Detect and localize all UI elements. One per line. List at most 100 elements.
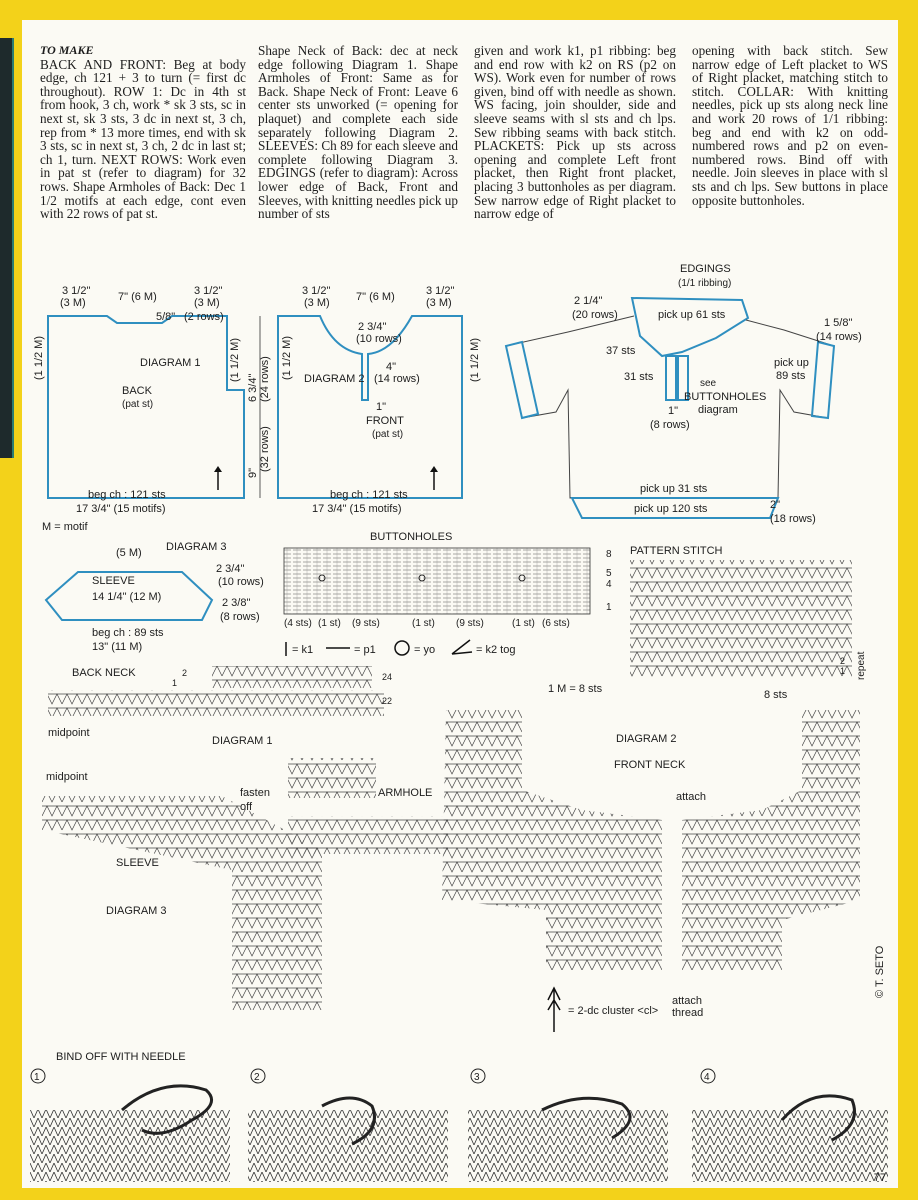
armhole-title: ARMHOLE xyxy=(378,787,432,799)
instructions-text-4: opening with back stitch. Sew narrow edg… xyxy=(692,43,888,208)
attach-label: attach xyxy=(676,791,706,803)
front-diagram-title: DIAGRAM 2 xyxy=(304,373,365,385)
front-neck-title: FRONT NECK xyxy=(614,759,686,771)
buttonhole-count-5: (9 sts) xyxy=(456,618,484,629)
cuff-rows: (14 rows) xyxy=(816,331,862,343)
legend-yo: = yo xyxy=(414,644,435,656)
sleeve-width: 14 1/4" (12 M) xyxy=(92,591,161,603)
collar-rows: (20 rows) xyxy=(572,309,618,321)
diagram-1-chart-title: DIAGRAM 1 xyxy=(212,735,273,747)
armhole-sleeve-chart: midpoint fasten off ARMHOLE SLEEVE DIAGR… xyxy=(42,758,448,1010)
sleeve-schematic: (5 M) DIAGRAM 3 SLEEVE 14 1/4" (12 M) 2 … xyxy=(44,541,264,653)
see-diagram-label: diagram xyxy=(698,404,738,416)
back-shoulder-right-label: 3 1/2" xyxy=(194,285,222,297)
front-side-motifs: (1 1/2 M) xyxy=(281,336,293,380)
attach-thread-label-2: thread xyxy=(672,1007,703,1019)
back-shoulder-left-motifs: (3 M) xyxy=(60,297,86,309)
back-armhole-motifs: (1 1/2 M) xyxy=(229,338,241,382)
bind-off-step-3: 3 xyxy=(474,1072,480,1083)
sleeve-cap-inches: 2 3/4" xyxy=(216,563,244,575)
cluster-legend: = 2-dc cluster <cl> xyxy=(568,1005,658,1017)
diagram-3-chart-title: DIAGRAM 3 xyxy=(106,905,167,917)
buttonhole-row-8: 8 xyxy=(606,549,612,560)
pattern-sts-count: 8 sts xyxy=(764,689,788,701)
legend-k1: = k1 xyxy=(292,644,313,656)
bind-off-title: BIND OFF WITH NEEDLE xyxy=(56,1051,186,1063)
front-shoulder-right-label: 3 1/2" xyxy=(426,285,454,297)
sleeve-cap-rows: (10 rows) xyxy=(218,576,264,588)
designer-credit: © T. SETO xyxy=(874,945,886,998)
front-shoulder-right-motifs: (3 M) xyxy=(426,297,452,309)
sleeve-cuff-inches: 2 3/8" xyxy=(222,597,250,609)
collar-pick-up: pick up 61 sts xyxy=(658,309,726,321)
cuff-inches: 1 5/8" xyxy=(824,317,852,329)
back-diagram-title: DIAGRAM 1 xyxy=(140,357,201,369)
sleeve-top-motifs: (5 M) xyxy=(116,547,142,559)
instructions-column-1: TO MAKE BACK AND FRONT: Beg at body edge… xyxy=(40,43,246,222)
see-label: see xyxy=(700,378,717,389)
front-beg-chain: beg ch : 121 sts xyxy=(330,489,408,501)
front-shoulder-left-label: 3 1/2" xyxy=(302,285,330,297)
front-neck-chart: DIAGRAM 2 FRONT NECK attach attach threa… xyxy=(442,710,860,1032)
buttonhole-count-1: (4 sts) xyxy=(284,618,312,629)
back-label: BACK xyxy=(122,385,153,397)
front-placket-rows: (14 rows) xyxy=(374,373,420,385)
buttonhole-count-6: (1 st) xyxy=(512,618,535,629)
back-shoulder-right-motifs: (3 M) xyxy=(194,297,220,309)
fasten-label: fasten xyxy=(240,787,270,799)
waist-pick-up-120: pick up 120 sts xyxy=(634,503,708,515)
pattern-repeat: repeat xyxy=(856,651,867,680)
waist-pick-up-31: pick up 31 sts xyxy=(640,483,708,495)
front-schematic: 3 1/2" (3 M) 7" (6 M) 3 1/2" (3 M) 2 3/4… xyxy=(277,285,481,515)
buttonholes-title: BUTTONHOLES xyxy=(370,531,452,543)
front-neck-width: 7" (6 M) xyxy=(356,291,395,303)
instructions-text-3: given and work k1, p1 ribbing: beg and e… xyxy=(474,43,676,222)
sleeve-beg-chain: beg ch : 89 sts xyxy=(92,627,164,639)
back-beg-chain: beg ch : 121 sts xyxy=(88,489,166,501)
front-placket-inches: 4" xyxy=(386,361,396,373)
instructions-text-2: Shape Neck of Back: dec at neck edge fol… xyxy=(258,43,458,222)
placket-31-sts: 31 sts xyxy=(624,371,654,383)
front-armhole-motifs: (1 1/2 M) xyxy=(469,338,481,382)
buttonhole-count-7: (6 sts) xyxy=(542,618,570,629)
bind-off-step-4: 4 xyxy=(704,1072,710,1083)
diagram-2-chart-title: DIAGRAM 2 xyxy=(616,733,677,745)
placket-rows: (8 rows) xyxy=(650,419,690,431)
bind-off-illustrations: BIND OFF WITH NEEDLE 1 2 3 4 xyxy=(30,1051,888,1182)
edgings-sub: (1/1 ribbing) xyxy=(678,278,731,289)
back-armhole-rows: (24 rows) xyxy=(259,356,271,402)
back-shoulder-left-label: 3 1/2" xyxy=(62,285,90,297)
instructions-heading: TO MAKE xyxy=(40,43,94,57)
instructions-text-1: BACK AND FRONT: Beg at body edge, ch 121… xyxy=(40,56,246,222)
front-opening-width: 1" xyxy=(376,401,386,413)
collar-inches: 2 1/4" xyxy=(574,295,602,307)
motif-equals-label: 1 M = 8 sts xyxy=(548,683,603,695)
buttonhole-row-5: 5 xyxy=(606,568,612,579)
waist-inches: 2" xyxy=(770,499,780,511)
pattern-row-1: 1 xyxy=(840,666,845,676)
sleeve-cuff-rows: (8 rows) xyxy=(220,611,260,623)
front-width: 17 3/4" (15 motifs) xyxy=(312,503,402,515)
cuff-sts: 89 sts xyxy=(776,370,806,382)
attach-thread-label-1: attach xyxy=(672,995,702,1007)
back-neck-row-2: 2 xyxy=(182,668,187,678)
left-edge-strip xyxy=(0,38,14,458)
sleeve-midpoint-label: midpoint xyxy=(46,771,88,783)
back-schematic: 3 1/2" (3 M) 7" (6 M) 3 1/2" (3 M) 5/8" … xyxy=(33,285,271,533)
instructions-column-2: Shape Neck of Back: dec at neck edge fol… xyxy=(258,44,458,221)
front-neck-rows: (10 rows) xyxy=(356,333,402,345)
buttonhole-count-4: (1 st) xyxy=(412,618,435,629)
placket-inches: 1" xyxy=(668,405,678,417)
placket-37-sts: 37 sts xyxy=(606,345,636,357)
back-sub-label: (pat st) xyxy=(122,399,153,410)
pattern-stitch-chart: PATTERN STITCH 2 1 repeat 8 sts xyxy=(630,545,867,701)
bind-off-step-2: 2 xyxy=(254,1072,260,1083)
buttonhole-row-1: 1 xyxy=(606,602,612,613)
edgings-schematic: EDGINGS (1/1 ribbing) 2 1/4" (20 rows) p… xyxy=(504,263,862,525)
bind-off-step-1: 1 xyxy=(34,1072,40,1083)
buttonhole-count-2: (1 st) xyxy=(318,618,341,629)
back-body-inches: 9" xyxy=(247,468,259,478)
edgings-title: EDGINGS xyxy=(680,263,731,275)
back-neck-rows: (2 rows) xyxy=(184,311,224,323)
buttonhole-row-4: 4 xyxy=(606,579,612,590)
